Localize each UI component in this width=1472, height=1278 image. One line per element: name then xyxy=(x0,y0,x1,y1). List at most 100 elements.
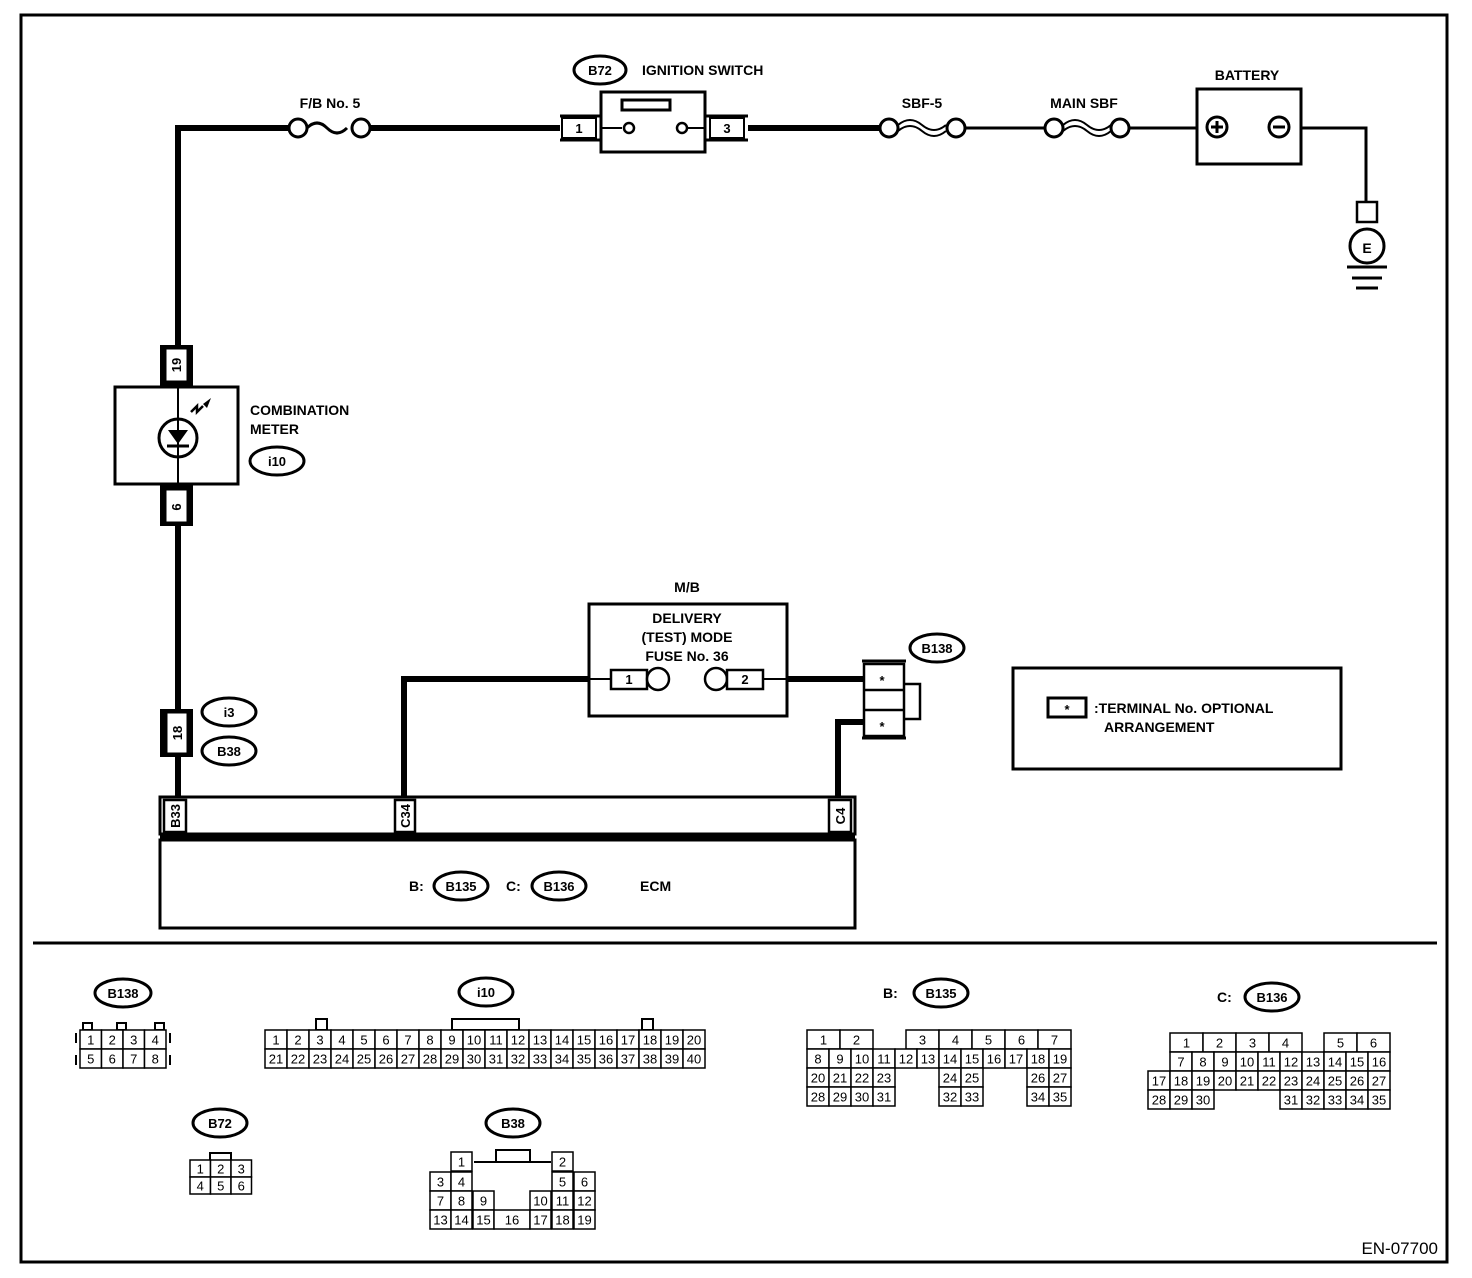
b135-pin-label: 12 xyxy=(899,1052,913,1067)
i10-pin-label: 8 xyxy=(426,1033,433,1048)
sbf5-fuse: SBF-5 xyxy=(878,95,967,139)
b136-pin-label: 33 xyxy=(1328,1093,1342,1108)
mb-pin-1: 1 xyxy=(625,672,632,687)
b38-pin-label: 9 xyxy=(480,1194,487,1209)
b138-pin-label: 7 xyxy=(130,1052,137,1067)
i10-pin-label: 15 xyxy=(577,1033,591,1048)
combination-meter: 19 COMBINATION METER i10 6 xyxy=(113,345,349,526)
b136-pin-label: 6 xyxy=(1370,1036,1377,1051)
legend-symbol: * xyxy=(1064,702,1070,717)
b136-pin-label: 13 xyxy=(1306,1055,1320,1070)
mb-delivery-mode-fuse: M/B DELIVERY (TEST) MODE FUSE No. 36 1 2 xyxy=(587,579,789,718)
b72-pin-label: 3 xyxy=(238,1162,245,1177)
b135-pin-label: 28 xyxy=(811,1090,825,1105)
connector-tag-i10 xyxy=(248,445,306,477)
b72-cell xyxy=(230,1176,253,1195)
b138-pin-optional-1: * xyxy=(879,673,885,688)
view-tag-i10 xyxy=(457,976,515,1008)
ecm-pin-c4: C4 xyxy=(833,807,848,824)
b38-pin-label: 11 xyxy=(556,1194,570,1209)
b138-pin-label: 3 xyxy=(130,1033,137,1048)
i10-pin-label: 39 xyxy=(665,1052,679,1067)
i10-pin-label: 23 xyxy=(313,1052,327,1067)
outer-frame xyxy=(19,13,1449,1264)
b136-pin-label: 25 xyxy=(1328,1074,1342,1089)
b136-pin-label: 20 xyxy=(1218,1074,1232,1089)
svg-text:B138: B138 xyxy=(921,641,952,656)
b135-pin-label: 3 xyxy=(919,1033,926,1048)
b136-pin-label: 15 xyxy=(1350,1055,1364,1070)
b136-pin-label: 24 xyxy=(1306,1074,1320,1089)
svg-text:B38: B38 xyxy=(217,744,241,759)
svg-text:MAIN SBF: MAIN SBF xyxy=(1050,95,1118,111)
svg-text:B136: B136 xyxy=(543,879,574,894)
ignition-pin-3: 3 xyxy=(723,121,730,136)
b38-cell xyxy=(450,1151,473,1172)
svg-text:(TEST) MODE: (TEST) MODE xyxy=(642,629,733,645)
b136-pin-label: 22 xyxy=(1262,1074,1276,1089)
b135-pin-label: 4 xyxy=(952,1033,959,1048)
wire-battery-to-ground xyxy=(1293,126,1368,202)
ignition-switch-label: IGNITION SWITCH xyxy=(642,62,763,78)
b136-pin-label: 4 xyxy=(1282,1036,1289,1051)
i10-pin-label: 25 xyxy=(357,1052,371,1067)
figure-id: EN-07700 xyxy=(1361,1239,1438,1258)
svg-text:B:: B: xyxy=(883,985,898,1001)
b136-pin-label: 26 xyxy=(1350,1074,1364,1089)
b136-pin-label: 18 xyxy=(1174,1074,1188,1089)
b38-pin-label: 15 xyxy=(476,1213,490,1228)
b135-pin-label: 2 xyxy=(853,1033,860,1048)
b135-pin-label: 16 xyxy=(987,1052,1001,1067)
legend-text-1: :TERMINAL No. OPTIONAL xyxy=(1094,700,1274,716)
i10-pin-label: 14 xyxy=(555,1033,569,1048)
svg-text:E: E xyxy=(1362,240,1371,256)
i10-pin-label: 3 xyxy=(316,1033,323,1048)
combination-meter-label-2: METER xyxy=(250,421,299,437)
svg-text:DELIVERY: DELIVERY xyxy=(652,610,722,626)
connector-tag-b72 xyxy=(572,54,628,86)
i10-pin-label: 11 xyxy=(489,1033,503,1048)
b72-pin-label: 1 xyxy=(197,1162,204,1177)
b136-pin-label: 27 xyxy=(1372,1074,1386,1089)
i10-pin-label: 28 xyxy=(423,1052,437,1067)
i10-pin-label: 12 xyxy=(511,1033,525,1048)
b72-pin-label: 5 xyxy=(217,1179,224,1194)
b138-side-marks xyxy=(75,1033,171,1065)
joint-pin-18: 18 xyxy=(170,726,185,740)
i10-pin-label: 29 xyxy=(445,1052,459,1067)
i10-pin-label: 17 xyxy=(621,1033,635,1048)
b38-pin-label: 12 xyxy=(577,1194,591,1209)
ecm-pin-c34: C34 xyxy=(398,803,413,828)
svg-text:B135: B135 xyxy=(925,986,956,1001)
b136-pin-label: 8 xyxy=(1199,1055,1206,1070)
i10-pin-label: 22 xyxy=(291,1052,305,1067)
i10-cell xyxy=(682,1048,706,1069)
i10-pin-label: 26 xyxy=(379,1052,393,1067)
b38-cell xyxy=(573,1209,596,1230)
b138-pin-optional-2: * xyxy=(879,719,885,734)
b38-pin-label: 6 xyxy=(581,1175,588,1190)
b135-pin-label: 7 xyxy=(1051,1033,1058,1048)
b135-pin-label: 26 xyxy=(1031,1071,1045,1086)
i10-pin-label: 40 xyxy=(687,1052,701,1067)
b135-pin-label: 30 xyxy=(855,1090,869,1105)
b138-pin-label: 1 xyxy=(87,1033,94,1048)
b135-pin-label: 1 xyxy=(820,1033,827,1048)
b38-pin-label: 19 xyxy=(577,1213,591,1228)
view-tag-b72 xyxy=(191,1107,249,1139)
b135-pin-label: 6 xyxy=(1018,1033,1025,1048)
connector-tag-b135 xyxy=(432,870,490,902)
b138-cell xyxy=(143,1048,167,1069)
connector-tag-b138 xyxy=(908,632,966,664)
b136-pin-label: 34 xyxy=(1350,1093,1364,1108)
mb-title: M/B xyxy=(674,579,700,595)
latch xyxy=(451,1018,520,1031)
b135-pin-label: 15 xyxy=(965,1052,979,1067)
b135-pin-label: 18 xyxy=(1031,1052,1045,1067)
i10-pin-label: 30 xyxy=(467,1052,481,1067)
ecm: B33 C34 C4 B: B135 C: B136 ECM xyxy=(158,795,857,930)
b136-pin-label: 29 xyxy=(1174,1093,1188,1108)
latch xyxy=(315,1018,328,1031)
b135-pin-label: 24 xyxy=(943,1071,957,1086)
wire-ecm-c34-to-mb xyxy=(401,676,590,800)
